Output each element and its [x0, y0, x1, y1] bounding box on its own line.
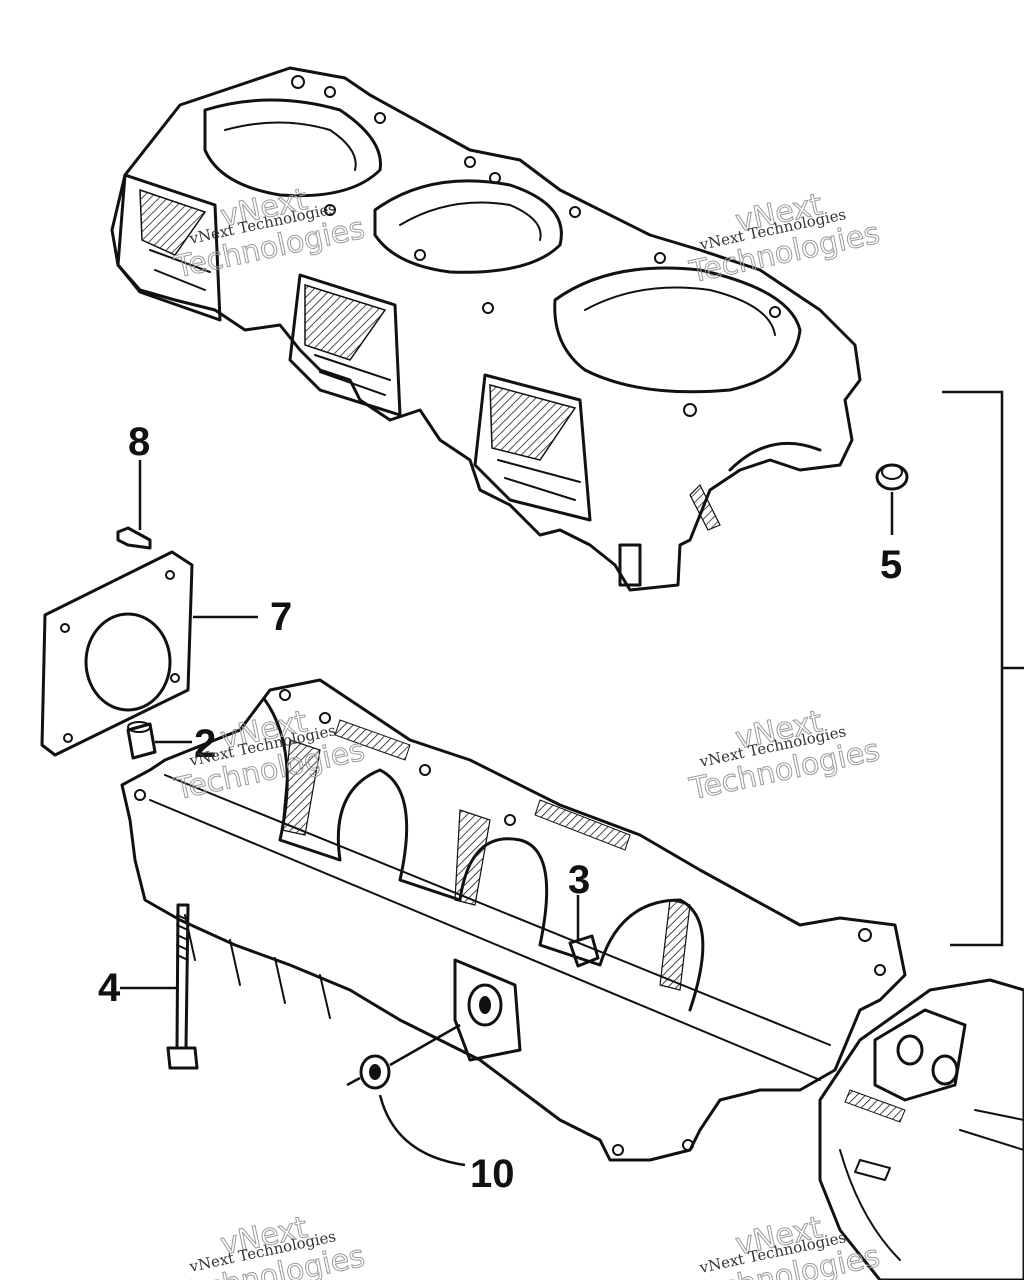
upper-crankcase: [110, 66, 862, 592]
bearing-ring: [875, 463, 909, 535]
assembly-bracket: [942, 390, 1024, 947]
cover-plate: [40, 550, 258, 757]
callout-5: 5: [880, 543, 902, 587]
watermark-2: vNext vNext Technologies Technologies: [686, 187, 884, 291]
callout-4: 4: [98, 966, 121, 1010]
oil-seal: [346, 1023, 466, 1167]
long-bolt: [120, 903, 199, 1070]
callout-2: 2: [194, 722, 216, 766]
callout-8: 8: [128, 420, 150, 464]
intake-port-2: [288, 273, 402, 417]
callout-10: 10: [470, 1152, 515, 1196]
watermark-1: vNext vNext Technologies Technologies: [171, 182, 369, 286]
intake-port-1: [116, 173, 222, 322]
callout-3: 3: [568, 858, 590, 902]
callout-7: 7: [270, 595, 292, 639]
intake-port-3: [473, 373, 592, 522]
screw: [116, 460, 152, 550]
dowel-pin-center: [568, 895, 600, 968]
dowel-pin: [126, 721, 192, 760]
watermark-4: vNext vNext Technologies Technologies: [686, 704, 884, 808]
adjacent-housing: [818, 978, 1024, 1280]
watermark-5: vNext vNext Technologies Technologies: [171, 1210, 369, 1280]
watermark-3: vNext vNext Technologies Technologies: [171, 704, 369, 808]
lower-crankcase: [120, 678, 907, 1162]
watermark-6: vNext vNext Technologies Technologies: [686, 1210, 884, 1280]
